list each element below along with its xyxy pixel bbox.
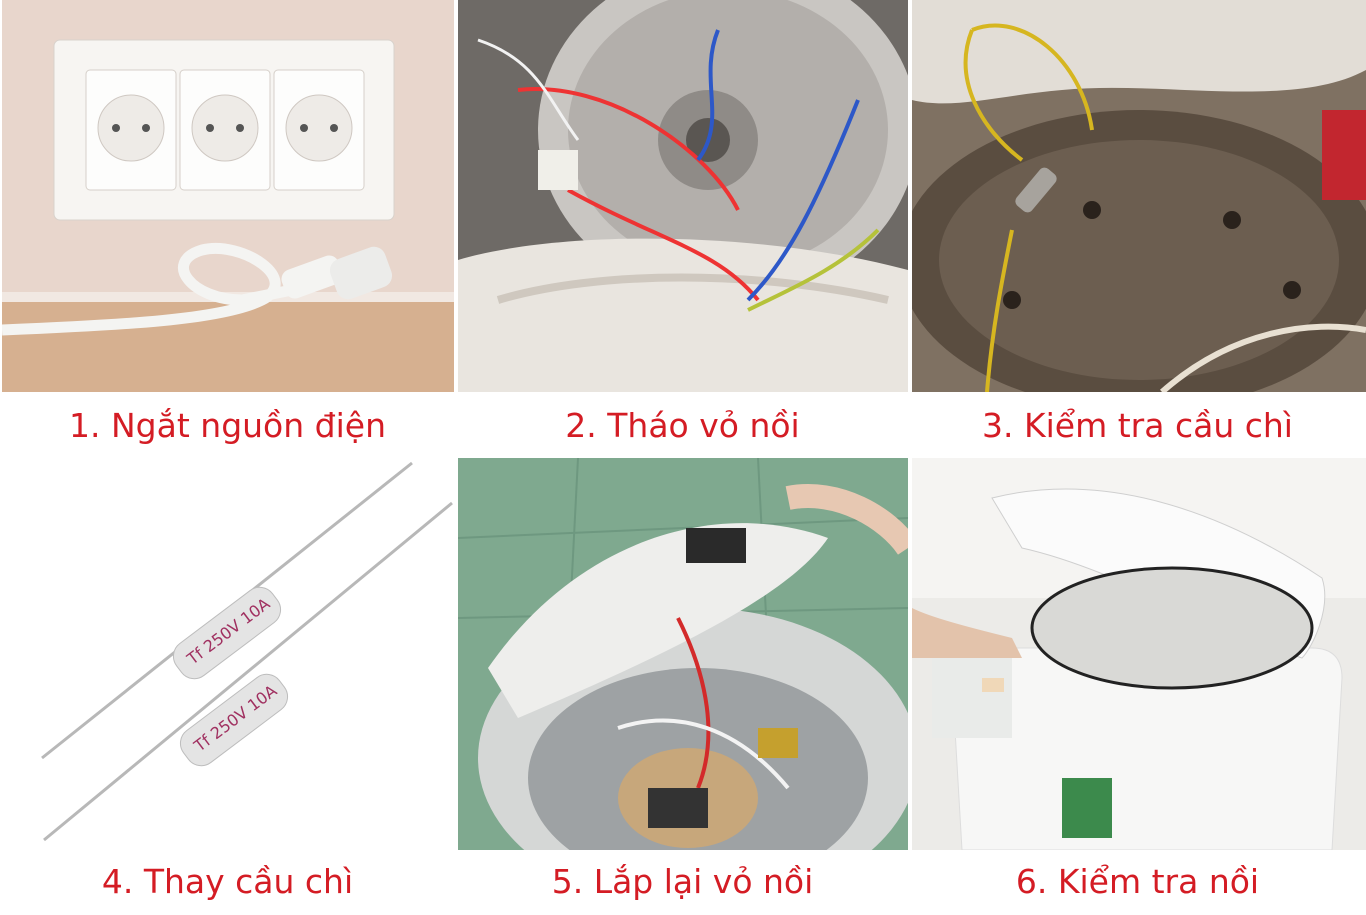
photo-check-fuse [912,0,1366,392]
rice-cooker-illustration [912,458,1366,850]
step-6-caption: 6. Kiểm tra nồi [1015,862,1260,901]
photo-test-cooker [912,458,1366,850]
photo-unplug-power [2,0,454,392]
photo-remove-cover [458,0,908,392]
fuse-check-illustration [912,0,1366,392]
step-5-caption: 5. Lắp lại vỏ nồi [551,862,814,901]
step-2-caption: 2. Tháo vỏ nồi [565,406,800,445]
step-4-caption: 4. Thay cầu chì [101,862,354,901]
thermal-fuses-illustration: Tf 250V 10A Tf 250V 10A [2,458,454,850]
refit-cover-illustration [458,458,908,850]
open-cooker-illustration [458,0,908,392]
socket-plug-illustration [2,0,454,392]
photo-replace-fuse: Tf 250V 10A Tf 250V 10A [2,458,454,850]
step-1-caption: 1. Ngắt nguồn điện [69,406,386,445]
step-3-caption: 3. Kiểm tra cầu chì [982,406,1293,445]
photo-refit-cover [458,458,908,850]
